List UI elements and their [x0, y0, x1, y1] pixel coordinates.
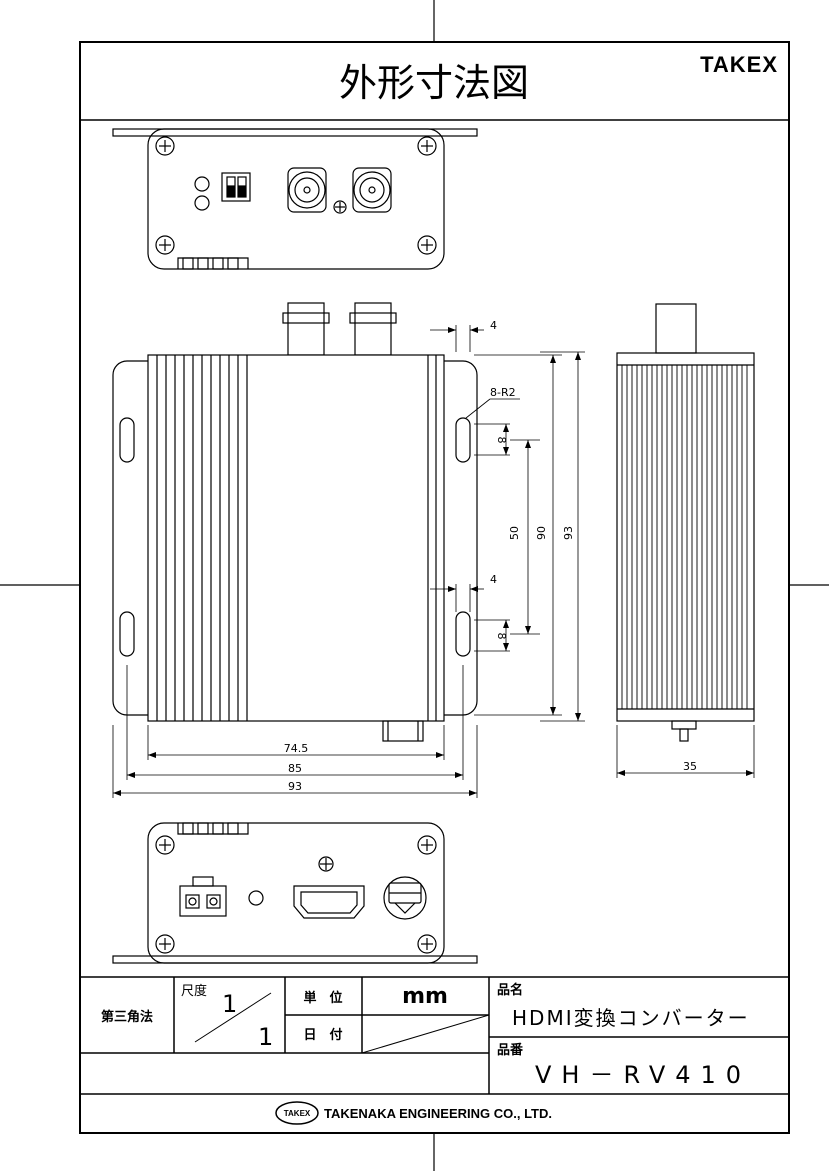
scale-numerator: 1 [222, 990, 237, 1018]
projection-method: 第三角法 [101, 1009, 153, 1025]
scale-label: 尺度 [181, 983, 207, 999]
heat-fins-left [156, 355, 248, 721]
bnc-connector-icon [287, 167, 327, 213]
screw-icon [417, 136, 437, 156]
ground-screw-icon [318, 856, 334, 872]
ground-screw-icon [333, 200, 347, 214]
dim-depth-35: 35 [683, 760, 697, 773]
company-name: TAKENAKA ENGINEERING CO., LTD. [324, 1106, 552, 1121]
dip-switch-icon [221, 172, 251, 202]
dim-mid-4: 4 [490, 573, 497, 586]
dimension-labels: 4 8-R2 8 50 90 93 4 8 74.5 85 93 35 [284, 319, 697, 793]
usb-port-icon [383, 876, 427, 920]
device-body [147, 354, 445, 722]
front-dimensions [112, 325, 755, 798]
company-footer: TAKEX TAKENAKA ENGINEERING CO., LTD. [275, 1101, 552, 1125]
dim-span-50: 50 [508, 526, 521, 540]
bnc-connector-icon [352, 167, 392, 213]
hdmi-connector-stub [382, 720, 424, 742]
dim-radius: 8-R2 [490, 386, 516, 399]
unit-label: 単 位 [303, 990, 342, 1006]
side-view [616, 303, 755, 742]
heat-fins-right [427, 355, 437, 721]
mounting-slot [455, 417, 471, 463]
input-panel-view [112, 822, 478, 964]
date-label: 日 付 [303, 1027, 342, 1043]
rear-panel-view [112, 128, 478, 270]
dim-height-93: 93 [562, 526, 575, 540]
vent-slots [182, 822, 239, 835]
sheet-border [79, 41, 790, 1134]
screw-icon [155, 235, 175, 255]
bnc-connector-icon [282, 302, 330, 356]
hdmi-port-icon [293, 885, 365, 919]
company-logo [275, 1101, 319, 1125]
vent-slots [182, 257, 239, 270]
front-view [112, 302, 478, 742]
screw-icon [417, 934, 437, 954]
scale-denominator: 1 [258, 1023, 273, 1051]
heat-fins-side [621, 365, 748, 709]
dim-slot-lower: 8 [495, 633, 508, 640]
screw-icon [417, 835, 437, 855]
product-number: VH－RV410 [535, 1061, 751, 1089]
dim-top-4: 4 [490, 319, 497, 332]
led-icon [248, 890, 264, 906]
mounting-slot [119, 611, 135, 657]
brand-logo: TAKEX [700, 52, 778, 77]
led-icon [194, 195, 210, 211]
dim-span-90: 90 [535, 526, 548, 540]
led-icon [194, 176, 210, 192]
screw-icon [155, 835, 175, 855]
title-block [80, 976, 789, 1095]
dim-slot-upper: 8 [495, 437, 508, 444]
dim-width-93: 93 [288, 780, 302, 793]
screw-icon [155, 934, 175, 954]
dim-width-85: 85 [288, 762, 302, 775]
screw-icon [417, 235, 437, 255]
bnc-connector-icon [349, 302, 397, 356]
title-block-text: 第三角法 尺度 1 1 単 位 mm 日 付 品名 HDMI変換コンバーター 品… [101, 982, 751, 1089]
dim-width-74-5: 74.5 [284, 742, 309, 755]
dimension-arrows [113, 327, 754, 796]
product-name: HDMI変換コンバーター [512, 1006, 750, 1030]
screw-icon [155, 136, 175, 156]
mounting-slot [455, 611, 471, 657]
mounting-slot [119, 417, 135, 463]
power-terminal-icon [179, 876, 227, 917]
company-logo-text: TAKEX [284, 1109, 311, 1118]
unit-value: mm [402, 984, 448, 1009]
drawing-title: 外形寸法図 [339, 61, 529, 105]
side-body [616, 352, 755, 722]
product-number-label: 品番 [497, 1042, 524, 1058]
product-name-label: 品名 [497, 982, 523, 998]
